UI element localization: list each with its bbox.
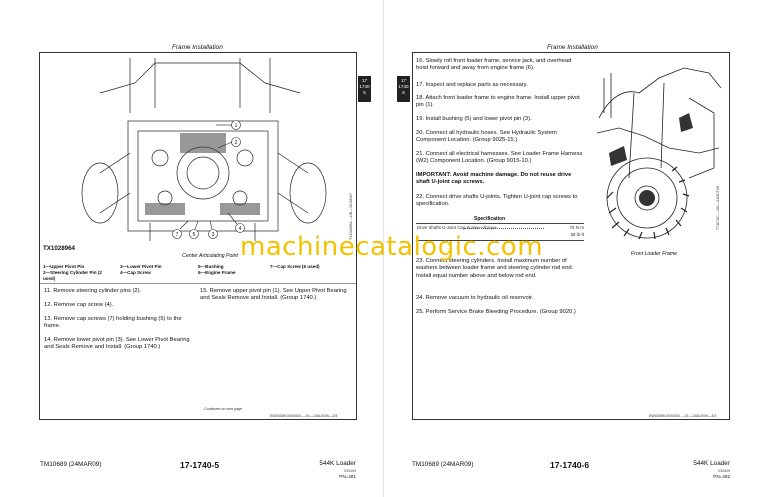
left-page: Frame Installation 17 1740 5 — [39, 44, 371, 479]
footer-model: 544K Loader — [693, 460, 730, 467]
spec-leader — [464, 228, 544, 229]
callout-7: 7 — [176, 232, 179, 238]
footer-date: 030409 — [718, 469, 730, 473]
figure-caption: Center Articulating Point — [182, 253, 238, 259]
callout-2: 2 — [235, 140, 238, 146]
important-note: IMPORTANT: Avoid machine damage. Do not … — [416, 172, 572, 186]
watermark: machinecatalogic.com — [240, 232, 544, 262]
step-13: 13. Remove cap screws (7) holding bushin… — [44, 316, 182, 330]
header-title: Frame Installation — [172, 44, 223, 51]
spec-rule-bottom — [416, 240, 584, 241]
legend-rule — [40, 283, 356, 284]
continued-note: Continued on next page — [204, 407, 243, 411]
callout-3: 3 — [212, 232, 215, 238]
step-23: 23. Connect steering cylinders. Install … — [416, 258, 574, 279]
legend-col-4: 7—Cap Screw (6 used) — [270, 264, 320, 269]
step-22: 22. Connect drive shafts U-joints. Tight… — [416, 194, 578, 208]
callout-4: 4 — [239, 226, 242, 232]
articulation-figure: 1 2 7 5 3 4 — [40, 53, 356, 245]
legend-col-2: 3—Lower Pivot Pin 4—Cap Screw — [120, 264, 162, 275]
figure-code: TX1028964 — [43, 245, 75, 252]
figure-caption: Front Loader Frame — [630, 251, 678, 257]
legend-col-1: 1—Upper Pivot Pin 2—Steering Cylinder Pi… — [43, 264, 102, 281]
callout-1: 1 — [235, 123, 238, 129]
loader-frame-figure — [589, 58, 729, 246]
step-15: 15. Remove upper pivot pin (1). See Uppe… — [200, 288, 347, 302]
right-page: Frame Installation 17 1740 6 16. Slowly … — [384, 0, 768, 497]
step-18: 18. Attach front loader frame to engine … — [416, 95, 580, 109]
legend-col-3: 5—Bushing 6—Engine Frame — [198, 264, 236, 275]
spec-value-lbft: 58 lb-ft — [570, 232, 584, 237]
step-20: 20. Connect all hydraulic hoses. See Hyd… — [416, 130, 557, 144]
section-tab: 17 1740 5 — [358, 76, 371, 102]
content-frame — [412, 52, 730, 420]
step-14: 14. Remove lower pivot pin (3). See Lowe… — [44, 337, 190, 351]
loader-frame-illustration — [596, 67, 722, 240]
footer-tm: TM10689 (24MAR09) — [40, 461, 102, 468]
step-11: 11. Remove steering cylinder pins (2). — [44, 288, 142, 294]
step-24: 24. Remove vacuum to hydraulic oil reser… — [416, 295, 534, 301]
spec-rule-top — [416, 223, 584, 224]
step-16: 16. Slowly roll front loader frame, serv… — [416, 58, 572, 72]
footer-model: 544K Loader — [319, 460, 356, 467]
spec-value-nm: 78 N·m — [569, 225, 584, 230]
spec-label: Drive Shafts U-Joint Cap Screw—Torque — [417, 225, 497, 230]
header-rule — [39, 52, 357, 53]
step-17: 17. Inspect and replace parts as necessa… — [416, 82, 528, 88]
footer-pn: PN=281 — [339, 474, 356, 479]
section-tab: 17 1740 6 — [397, 76, 410, 102]
callout-5: 5 — [193, 232, 196, 238]
footer-tm: TM10689 (24MAR09) — [412, 461, 474, 468]
step-12: 12. Remove cap screw (4). — [44, 302, 114, 308]
step-25: 25. Perform Service Brake Bleeding Proce… — [416, 309, 576, 315]
content-frame — [39, 52, 357, 420]
spec-title: Specification — [474, 216, 506, 222]
footer-pn: PN=282 — [713, 474, 730, 479]
figure-side-code: T7117AC —UN—21OCT09 — [716, 186, 720, 230]
doc-code: EW03089,0000403 —19—13AUG09—2/3 — [270, 414, 338, 418]
step-21: 21. Connect all electrical harnesses. Se… — [416, 151, 583, 165]
footer-date: 030409 — [344, 469, 356, 473]
doc-code: EW03089,0000403 —19—13AUG09—3/3 — [649, 414, 717, 418]
step-19: 19. Install bushing (5) and lower pivot … — [416, 116, 532, 122]
header-title: Frame Installation — [547, 44, 598, 51]
articulation-illustration: 1 2 7 5 3 4 — [81, 58, 327, 241]
footer-page: 17-1740-6 — [550, 460, 590, 470]
header-rule — [412, 52, 730, 53]
footer-page: 17-1740-5 — [180, 460, 220, 470]
